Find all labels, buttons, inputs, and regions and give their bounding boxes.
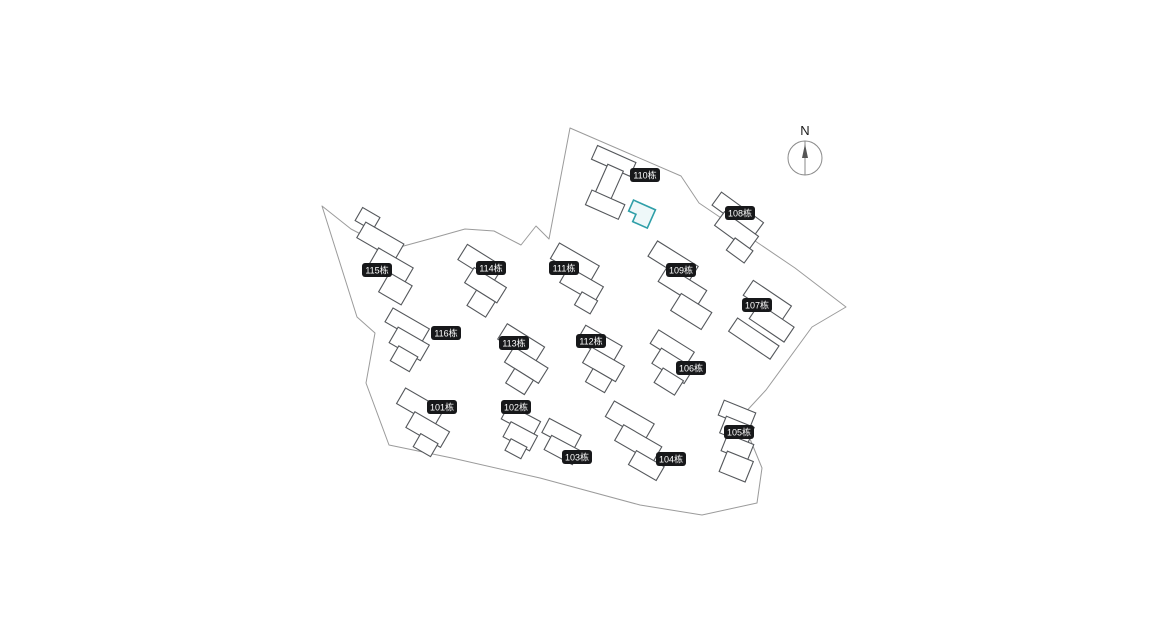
building-116-footprint[interactable] <box>370 307 437 374</box>
svg-text:114栋: 114栋 <box>479 262 502 273</box>
building-113-footprint[interactable] <box>480 322 556 398</box>
svg-text:103栋: 103栋 <box>565 451 589 462</box>
building-110-highlighted-unit[interactable] <box>625 199 657 230</box>
svg-text:104栋: 104栋 <box>659 453 683 464</box>
building-104-footprint[interactable] <box>590 400 680 482</box>
svg-text:112栋: 112栋 <box>579 335 602 346</box>
building-label-104[interactable]: 104栋 <box>656 452 686 466</box>
building-label-108[interactable]: 108栋 <box>725 206 755 220</box>
building-label-105[interactable]: 105栋 <box>724 425 754 439</box>
svg-text:113栋: 113栋 <box>502 337 525 348</box>
building-label-113[interactable]: 113栋 <box>499 336 529 350</box>
svg-text:102栋: 102栋 <box>504 401 528 412</box>
building-111-footprint[interactable] <box>536 242 613 315</box>
building-label-112[interactable]: 112栋 <box>576 334 606 348</box>
building-107-footprint[interactable] <box>722 279 803 360</box>
building-label-111[interactable]: 111栋 <box>549 261 579 275</box>
building-109-footprint[interactable] <box>630 240 729 331</box>
svg-text:105栋: 105栋 <box>727 426 751 437</box>
building-115-footprint[interactable] <box>330 206 434 306</box>
building-label-101[interactable]: 101栋 <box>427 400 457 414</box>
compass-north-label: N <box>800 123 809 138</box>
building-label-103[interactable]: 103栋 <box>562 450 592 464</box>
svg-text:101栋: 101栋 <box>430 401 454 412</box>
building-114-footprint[interactable] <box>440 243 515 318</box>
svg-text:115栋: 115栋 <box>365 264 388 275</box>
building-101-footprint[interactable] <box>382 387 457 459</box>
svg-text:107栋: 107栋 <box>745 299 769 310</box>
building-110-footprint[interactable] <box>574 144 643 221</box>
svg-text:106栋: 106栋 <box>679 362 703 373</box>
building-label-115[interactable]: 115栋 <box>362 263 392 277</box>
building-label-107[interactable]: 107栋 <box>742 298 772 312</box>
building-label-102[interactable]: 102栋 <box>501 400 531 414</box>
svg-text:111栋: 111栋 <box>553 262 576 273</box>
svg-text:108栋: 108栋 <box>728 207 752 218</box>
compass-needle-icon <box>802 144 808 158</box>
building-label-116[interactable]: 116栋 <box>431 326 461 340</box>
svg-text:116栋: 116栋 <box>434 327 457 338</box>
building-label-106[interactable]: 106栋 <box>676 361 706 375</box>
building-label-114[interactable]: 114栋 <box>476 261 506 275</box>
svg-text:109栋: 109栋 <box>669 264 693 275</box>
site-boundary <box>321 127 847 516</box>
building-label-110[interactable]: 110栋 <box>630 168 660 182</box>
building-108-footprint[interactable] <box>696 191 770 264</box>
building-105-footprint[interactable] <box>699 399 771 483</box>
compass: N <box>787 123 823 176</box>
building-label-109[interactable]: 109栋 <box>666 263 696 277</box>
building-102-footprint[interactable] <box>489 403 544 461</box>
svg-text:110栋: 110栋 <box>633 169 656 180</box>
